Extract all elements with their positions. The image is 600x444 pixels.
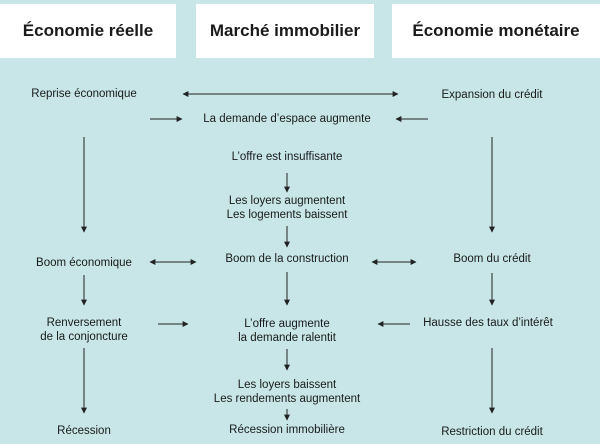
node-loyers-augmentent-line-2: Les logements baissent <box>226 209 348 221</box>
node-loyers-baissent-line-2: Les rendements augmentent <box>213 393 361 405</box>
node-renversement-line-1: Renversement <box>46 317 122 329</box>
header-marche-immobilier: Marché immobilier <box>196 4 374 58</box>
node-expansion-credit: Expansion du crédit <box>441 89 543 101</box>
node-loyers-baissent-line-1: Les loyers baissent <box>237 379 337 391</box>
node-recession-immobiliere: Récession immobilière <box>229 424 345 436</box>
node-offre-insuffisante: L’offre est insuffisante <box>231 151 343 163</box>
header-economie-monetaire: Économie monétaire <box>392 4 600 58</box>
node-recession: Récession <box>57 425 111 437</box>
node-boom-credit: Boom du crédit <box>453 253 531 265</box>
node-offre-augmente-line-1: L’offre augmente <box>244 318 330 330</box>
node-boom-construction: Boom de la construction <box>225 253 349 265</box>
header-economie-reelle: Économie réelle <box>0 4 176 58</box>
node-loyers-baissent: Les loyers baissent Les rendements augme… <box>214 378 360 406</box>
node-loyers-augmentent-line-1: Les loyers augmentent <box>228 195 346 207</box>
node-offre-augmente-line-2: la demande ralentit <box>238 332 336 344</box>
node-restriction-credit: Restriction du crédit <box>441 426 543 438</box>
node-boom-economique: Boom économique <box>36 257 132 269</box>
node-reprise-economique: Reprise économique <box>31 88 137 100</box>
node-hausse-taux: Hausse des taux d’intérêt <box>423 317 553 329</box>
node-renversement-line-2: de la conjoncture <box>40 331 128 343</box>
node-renversement-conjoncture: Renversement de la conjoncture <box>40 316 128 344</box>
node-loyers-augmentent: Les loyers augmentent Les logements bais… <box>227 194 348 222</box>
node-demande-espace: La demande d’espace augmente <box>203 113 371 125</box>
node-offre-augmente: L’offre augmente la demande ralentit <box>238 317 336 345</box>
